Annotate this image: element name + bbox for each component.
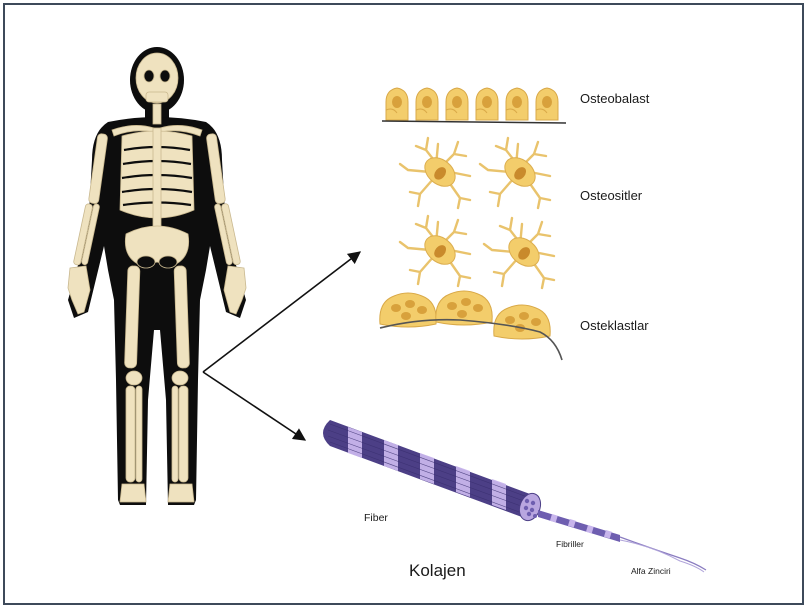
human-skeleton-icon bbox=[68, 47, 246, 505]
osteocyte-cell-icon bbox=[400, 138, 554, 288]
arrow-to-collagen bbox=[203, 372, 305, 440]
osteoblast-cell-icon bbox=[382, 88, 566, 123]
osteocytes-label: Osteositler bbox=[580, 188, 642, 203]
collagen-fiber-icon bbox=[323, 420, 706, 572]
osteoclast-cell-icon bbox=[380, 291, 562, 360]
fiber-label: Fiber bbox=[364, 512, 388, 524]
fibrils-label: Fibriller bbox=[556, 539, 584, 549]
osteoclasts-label: Osteklastlar bbox=[580, 318, 649, 333]
alpha-chain-label: Alfa Zinciri bbox=[631, 566, 671, 576]
osteoblast-label: Osteobalast bbox=[580, 91, 649, 106]
collagen-label: Kolajen bbox=[409, 561, 466, 581]
